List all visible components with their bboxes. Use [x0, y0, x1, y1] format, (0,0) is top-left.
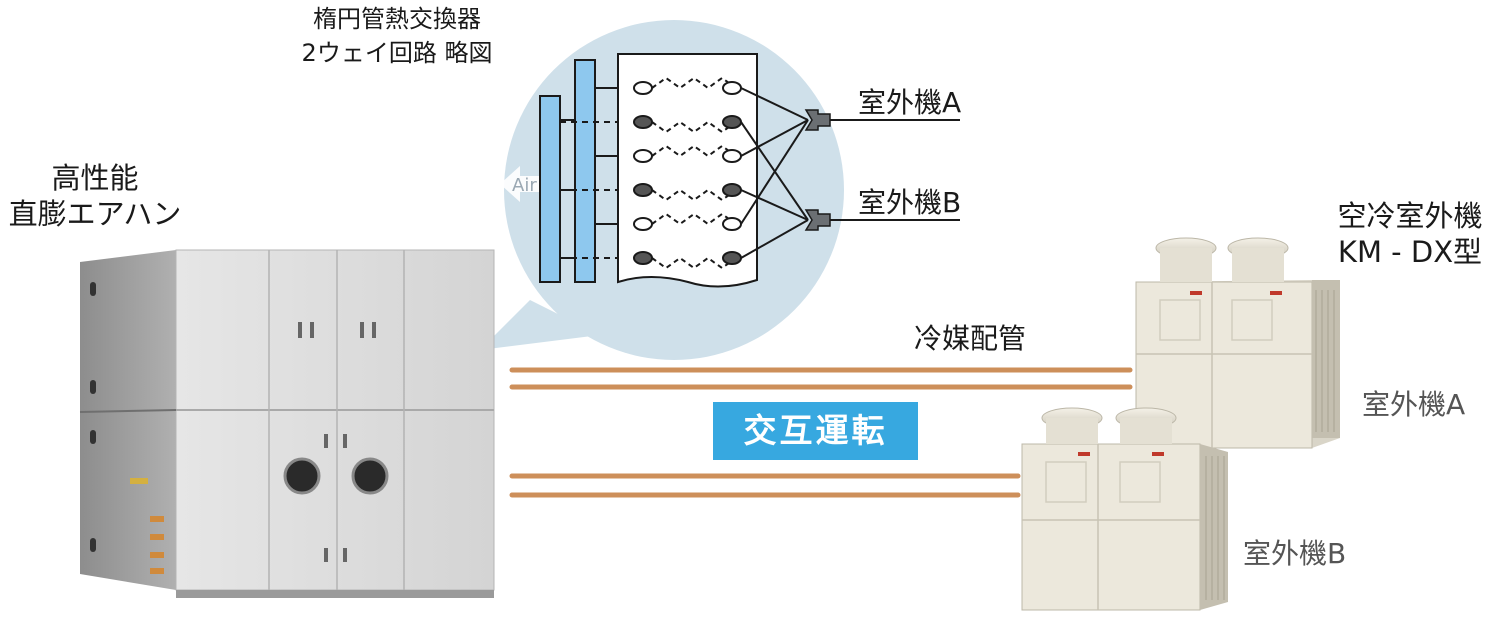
tube-sheet: [617, 53, 758, 288]
refrigerant-pipe-label: 冷媒配管: [914, 322, 1027, 355]
air-arrow-icon: Air: [500, 166, 560, 202]
air-handler-title: 高性能 直膨エアハン: [0, 160, 190, 232]
tube-ellipses: [633, 81, 742, 265]
outdoor-units-title-line1: 空冷室外機: [1337, 199, 1483, 233]
alternating-operation-badge: 交互運転: [713, 402, 918, 460]
heat-exchanger-title-line1: 楕円管熱交換器: [313, 5, 481, 33]
outdoor-unit-b: [1021, 407, 1228, 611]
distributor-lines: [740, 87, 960, 259]
refrigerant-pipes: [509, 367, 1133, 498]
outdoor-units-title: 空冷室外機 KM - DX型: [1330, 198, 1490, 270]
air-handler-title-line2: 直膨エアハン: [8, 197, 182, 231]
distributor-b-icon: [804, 209, 831, 231]
outdoor-unit-b-label: 室外機B: [1243, 537, 1347, 570]
outdoor-units-title-line2: KM - DX型: [1337, 235, 1483, 269]
air-handler-unit: [79, 249, 495, 598]
heat-exchanger-title-line2: 2ウェイ回路 略図: [301, 39, 493, 67]
coil-outdoor-a-label: 室外機A: [858, 86, 962, 119]
distributor-a-icon: [804, 109, 831, 131]
tube-rows: [560, 76, 737, 270]
air-handler-title-line1: 高性能: [51, 161, 139, 195]
coil-outdoor-b-label: 室外機B: [858, 186, 962, 219]
air-label: Air: [512, 175, 537, 196]
outdoor-unit-a-label: 室外機A: [1362, 388, 1466, 421]
heat-exchanger-title: 楕円管熱交換器 2ウェイ回路 略図: [262, 2, 532, 70]
